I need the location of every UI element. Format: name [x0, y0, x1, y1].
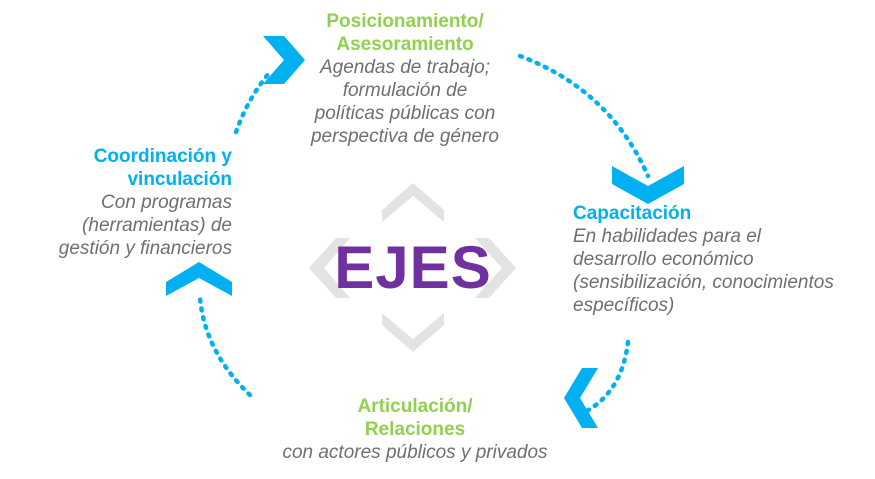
- axis-left-description-line-1: Con programas: [101, 192, 232, 213]
- arc-right-bottom: [582, 339, 631, 415]
- chevron-left-icon: [564, 368, 598, 428]
- arc-top-right: [517, 53, 651, 179]
- arc-left-top: [233, 69, 273, 135]
- axis-left-title-line-1: Coordinación y: [93, 146, 232, 167]
- chevron-up-icon: [166, 262, 232, 296]
- chevron-up-icon: [382, 183, 444, 222]
- cycle-arcs: [197, 53, 651, 415]
- axis-top-title-line-1: Posicionamiento/: [326, 11, 484, 32]
- axis-right-description-line-3: (sensibilización, conocimientos: [573, 272, 834, 293]
- axis-right: Capacitación En habilidades para el desa…: [573, 202, 873, 317]
- axis-left-title-line-2: vinculación: [127, 169, 232, 190]
- axis-top-description-line-3: políticas públicas con: [314, 103, 496, 124]
- center-chevrons: [309, 183, 516, 352]
- axis-left-description-line-3: gestión y financieros: [58, 238, 232, 259]
- chevron-right-icon: [475, 238, 516, 298]
- chevron-down-icon: [382, 313, 444, 352]
- axis-top-title-line-2: Asesoramiento: [336, 34, 474, 55]
- axis-left-description-line-2: (herramientas) de: [82, 215, 232, 236]
- axis-right-title: Capacitación: [573, 203, 692, 224]
- axis-bottom-description: con actores públicos y privados: [282, 442, 548, 463]
- axis-right-description-line-2: desarrollo económico: [573, 249, 754, 270]
- chevron-right-icon: [263, 36, 305, 84]
- arc-bottom-left: [197, 295, 253, 398]
- axis-bottom-title-line-1: Articulación/: [357, 396, 473, 417]
- axis-top-description-line-1: Agendas de trabajo;: [319, 57, 491, 78]
- axis-bottom: Articulación/ Relaciones con actores púb…: [250, 395, 580, 464]
- axis-top: Posicionamiento/ Asesoramiento Agendas d…: [285, 10, 525, 148]
- chevron-down-icon: [612, 166, 684, 204]
- axis-bottom-title-line-2: Relaciones: [364, 419, 466, 440]
- axis-top-description-line-2: formulación de: [342, 80, 468, 101]
- cycle-arrowheads: [166, 36, 684, 428]
- axis-right-description-line-4: específicos): [573, 295, 675, 316]
- axis-top-description-line-4: perspectiva de género: [310, 126, 499, 147]
- axis-left: Coordinación y vinculación Con programas…: [6, 145, 232, 260]
- center-label: EJES: [334, 234, 492, 301]
- axis-right-description-line-1: En habilidades para el: [573, 226, 762, 247]
- chevron-left-icon: [309, 238, 350, 298]
